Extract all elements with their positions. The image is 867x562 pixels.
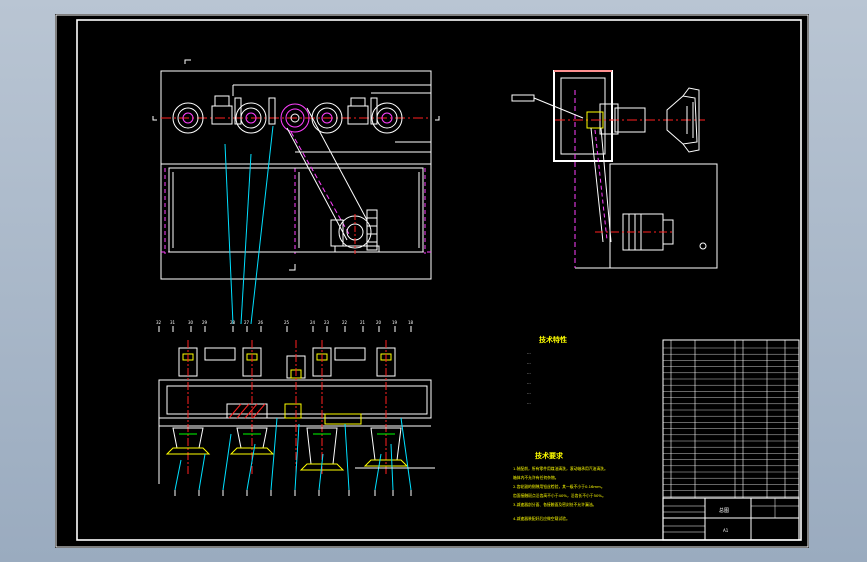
svg-text:29: 29 [202,320,208,325]
requirement-line: 4.减速器装配好后应做空载试验。 [513,516,570,521]
requirement-line: 齿面接触斑点沿齿高不小于40%，沿齿长不小于50%。 [513,493,606,498]
drawing-sheet[interactable]: 32 31 30 29 28 27 26 25 24 23 22 21 20 19 18 [55,14,809,548]
svg-text:20: 20 [376,320,382,325]
svg-text:18: 18 [408,320,414,325]
svg-text:23: 23 [324,320,330,325]
inner-border [76,19,802,541]
requirement-line: 2.齿轮副的侧隙用铅丝检验，其一级不小于0.16mm。 [513,484,605,489]
svg-text:21: 21 [360,320,366,325]
svg-text:19: 19 [392,320,398,325]
svg-text:24: 24 [310,320,316,325]
tech-params-title: 技术特性 [539,335,567,344]
svg-text:28: 28 [230,320,236,325]
requirement-line: 3.减速器剖分面、各接触面及密封处不允许漏油。 [513,502,596,507]
title-block-name: 总图 [719,507,729,514]
svg-text:30: 30 [188,320,194,325]
tech-params-line: ... [527,380,531,385]
front-section: 32 31 30 29 28 27 26 25 24 23 22 21 20 19 18 [156,320,435,496]
assembly-drawing: 32 31 30 29 28 27 26 25 24 23 22 21 20 19 18 [55,14,809,548]
tech-params-line: ... [527,400,531,405]
parts-list: 总图 A1 [662,339,800,541]
tech-params-line: ... [527,370,531,375]
tech-params-line: ... [527,360,531,365]
title-block-sub: A1 [723,528,729,533]
tech-params-block: 技术特性 ... ... ... ... ... ... [527,335,567,405]
svg-text:25: 25 [284,320,290,325]
requirement-line: 箱体内不允许有任何杂物。 [513,475,559,480]
svg-text:22: 22 [342,320,348,325]
svg-text:31: 31 [170,320,176,325]
tech-requirements-title: 技术要求 [535,451,564,460]
tech-params-line: ... [527,350,531,355]
svg-text:32: 32 [156,320,162,325]
svg-text:26: 26 [258,320,264,325]
side-view [511,70,718,269]
svg-text:27: 27 [244,320,250,325]
tech-requirements-block: 技术要求 1.装配前，所有零件用煤油清洗，滚动轴承用汽油清洗。 箱体内不允许有任… [513,451,608,521]
tech-params-line: ... [527,390,531,395]
top-view [152,59,440,325]
requirement-line: 1.装配前，所有零件用煤油清洗，滚动轴承用汽油清洗。 [513,466,608,471]
outer-border [55,14,809,548]
